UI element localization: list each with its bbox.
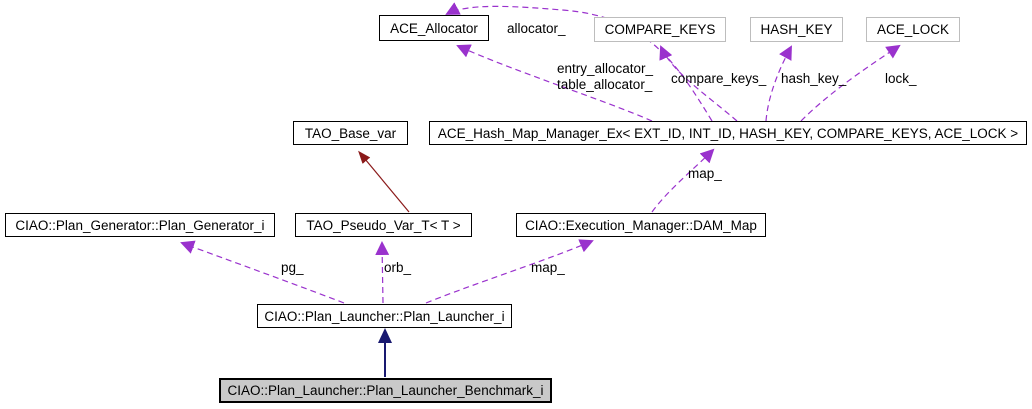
class-node-plan-launcher[interactable]: CIAO::Plan_Launcher::Plan_Launcher_i [257,304,512,328]
class-node-label: ACE_Allocator [390,20,478,36]
edge-pg [180,240,345,304]
edge-allocator [445,2,713,122]
edge-compare-keys [659,45,738,122]
class-node-plan-generator[interactable]: CIAO::Plan_Generator::Plan_Generator_i [5,213,275,237]
edge-label-compare-keys: compare_keys_ [671,71,767,86]
edge-label-entry-table-allocator: entry_allocator_ table_allocator_ [557,61,653,93]
edge-label-map-lower: map_ [531,260,565,275]
edge-map-upper [651,148,715,213]
class-node-compare-keys: COMPARE_KEYS [594,17,726,42]
edge-label-hash-key: hash_key_ [781,71,847,86]
edge-label-table-allocator: table_allocator_ [557,77,653,92]
edge-entry-table-allocator [456,44,653,122]
edge-lock [800,44,901,122]
class-node-label: CIAO::Plan_Generator::Plan_Generator_i [15,217,265,233]
class-node-hash-key: HASH_KEY [750,17,843,42]
class-node-label: HASH_KEY [760,22,833,37]
edge-label-lock: lock_ [885,71,917,86]
class-node-plan-launcher-benchmark: CIAO::Plan_Launcher::Plan_Launcher_Bench… [219,378,552,403]
edge-inheritance-pseudo-var [358,150,410,213]
class-node-label: CIAO::Plan_Launcher::Plan_Launcher_Bench… [227,383,544,398]
class-node-label: TAO_Pseudo_Var_T< T > [306,217,461,233]
edge-orb [375,241,390,304]
edge-hash-key [765,45,792,122]
class-node-dam-map[interactable]: CIAO::Execution_Manager::DAM_Map [516,213,766,237]
class-node-ace-hash-map-manager[interactable]: ACE_Hash_Map_Manager_Ex< EXT_ID, INT_ID,… [429,121,1027,145]
class-node-label: CIAO::Plan_Launcher::Plan_Launcher_i [264,308,505,324]
class-node-tao-base-var[interactable]: TAO_Base_var [293,121,408,145]
edge-label-allocator: allocator_ [507,21,566,36]
class-node-label: ACE_LOCK [876,22,950,37]
edge-label-entry-allocator: entry_allocator_ [557,61,654,76]
edge-label-orb: orb_ [384,260,412,275]
class-node-label: ACE_Hash_Map_Manager_Ex< EXT_ID, INT_ID,… [437,125,1019,141]
edge-label-map-upper: map_ [688,166,722,181]
class-node-label: CIAO::Execution_Manager::DAM_Map [525,217,757,233]
class-node-label: COMPARE_KEYS [604,22,716,37]
edge-label-pg: pg_ [281,260,304,275]
edge-map-lower [425,239,594,304]
class-node-ace-lock: ACE_LOCK [866,17,960,42]
class-node-tao-pseudo-var[interactable]: TAO_Pseudo_Var_T< T > [295,213,472,237]
class-node-label: TAO_Base_var [304,125,397,141]
class-node-ace-allocator[interactable]: ACE_Allocator [379,15,489,41]
